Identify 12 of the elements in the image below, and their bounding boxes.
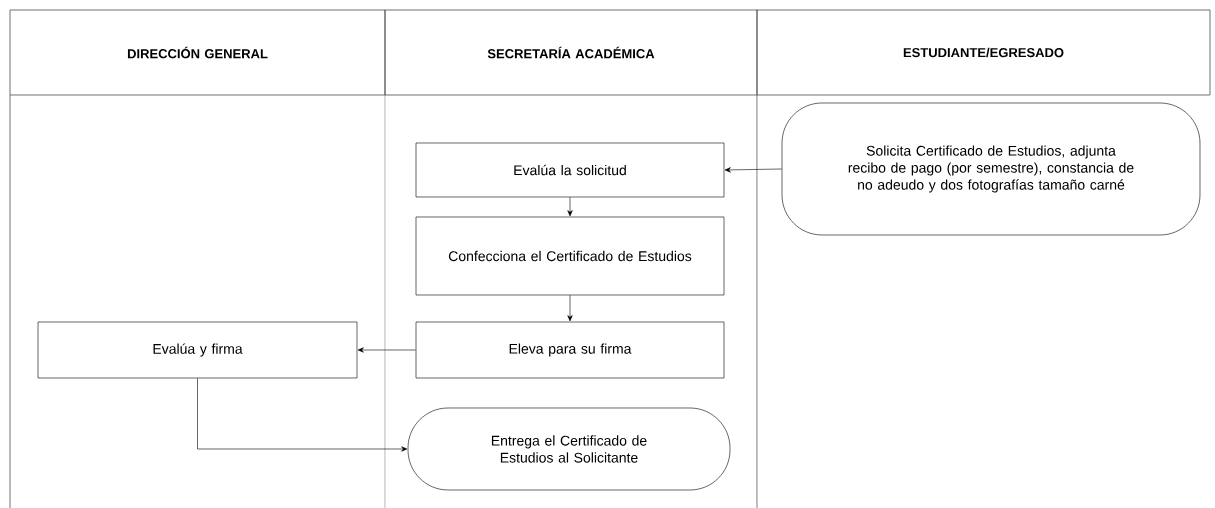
arrow [567,197,573,217]
lane-header: ESTUDIANTE/EGRESADO [756,9,1211,96]
process-box: Evalúa y firma [37,321,358,379]
arrow [197,378,408,452]
arrow [724,167,782,173]
process-box: Confecciona el Certificado de Estudios [415,216,725,296]
process-box: Evalúa la solicitud [415,142,725,198]
lane-header: DIRECCIÓN GENERAL [9,9,386,96]
arrow [567,295,573,322]
arrow [357,347,416,353]
lane-header: SECRETARÍA ACADÉMICA [384,9,758,96]
process-box: Eleva para su firma [415,321,725,379]
